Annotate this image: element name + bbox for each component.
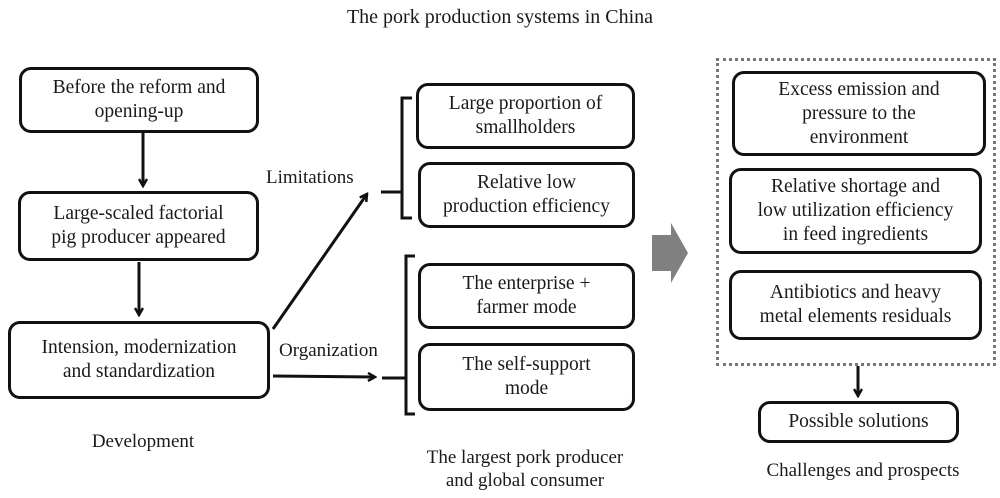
organization-self-support: The self-support mode: [418, 343, 635, 411]
box-line: The self-support: [462, 354, 591, 375]
box-line: mode: [504, 378, 549, 399]
caption-line: The largest pork producer: [426, 447, 624, 468]
producer-caption: The largest pork producer and global con…: [395, 446, 655, 492]
caption-line: and global consumer: [445, 470, 605, 491]
arrow-to-organization: [272, 376, 375, 377]
box-line: pressure to the: [802, 102, 916, 124]
limitations-label: Limitations: [266, 167, 354, 188]
box-line: in feed ingredients: [782, 224, 929, 245]
development-caption: Development: [91, 431, 195, 452]
box-line: metal elements residuals: [759, 306, 952, 327]
challenge-feed-shortage: Relative shortage and low utilization ef…: [729, 168, 982, 254]
organization-label: Organization: [279, 340, 378, 361]
challenges-caption: Challenges and prospects: [766, 460, 960, 481]
box-line: Antibiotics and heavy: [769, 282, 942, 303]
step-line: opening-up: [94, 101, 184, 122]
step-line: pig producer appeared: [51, 227, 226, 248]
diagram-title: The pork production systems in China: [346, 6, 654, 28]
arrow-to-limitations: [271, 194, 367, 330]
box-line: Relative shortage and: [771, 176, 940, 197]
step-large-scaled-producer: Large-scaled factorial pig producer appe…: [18, 191, 259, 261]
step-line: Intension, modernization: [41, 337, 237, 358]
challenge-excess-emission: Excess emission and pressure to the envi…: [732, 71, 986, 156]
box-line: Relative low: [476, 172, 577, 193]
step-before-reform: Before the reform and opening-up: [19, 67, 259, 133]
box-line: Excess emission and: [778, 78, 940, 100]
box-line: production efficiency: [443, 196, 610, 217]
limitation-smallholders: Large proportion of smallholders: [416, 83, 635, 149]
box-line: The enterprise +: [462, 273, 591, 294]
possible-solutions-box: Possible solutions: [758, 401, 959, 443]
step-line: Before the reform and: [52, 77, 226, 98]
step-intension-modernization: Intension, modernization and standardiza…: [8, 321, 270, 399]
limitations-bracket: [381, 96, 412, 220]
organization-enterprise-farmer: The enterprise + farmer mode: [418, 263, 635, 329]
step-line: and standardization: [62, 361, 216, 382]
box-line: low utilization efficiency: [757, 200, 954, 221]
box-line: farmer mode: [476, 297, 577, 318]
box-line: environment: [809, 126, 909, 148]
big-arrow-icon: [652, 223, 688, 283]
step-line: Large-scaled factorial: [53, 203, 224, 224]
organization-bracket: [382, 254, 415, 416]
limitation-low-efficiency: Relative low production efficiency: [418, 162, 635, 228]
challenges-group: [716, 58, 996, 366]
challenge-antibiotics: Antibiotics and heavy metal elements res…: [729, 270, 982, 340]
box-line: Large proportion of: [448, 93, 603, 114]
box-line: smallholders: [475, 117, 576, 138]
